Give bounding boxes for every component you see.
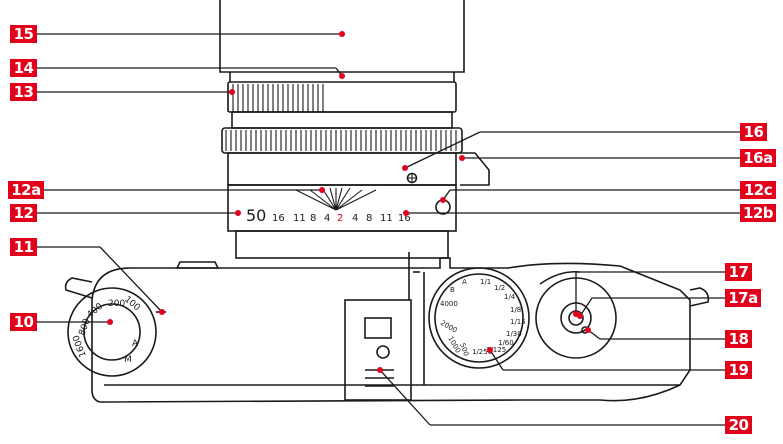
callout-15: 15 — [10, 25, 37, 43]
svg-text:200: 200 — [108, 299, 125, 309]
focal-length-label: 50 — [246, 206, 266, 225]
svg-text:1000: 1000 — [446, 335, 462, 354]
lens-barrel — [227, 152, 457, 186]
svg-text:B: B — [450, 286, 455, 294]
svg-text:16: 16 — [272, 213, 285, 224]
svg-text:2: 2 — [337, 213, 343, 224]
callout-20: 20 — [725, 416, 752, 434]
callout-17: 17 — [725, 263, 752, 281]
svg-text:1/8: 1/8 — [510, 306, 521, 314]
svg-text:400: 400 — [86, 301, 106, 320]
dof-lines — [295, 187, 377, 211]
svg-text:1/4: 1/4 — [504, 293, 516, 301]
focus-ring-tab — [227, 81, 457, 113]
svg-text:1/125: 1/125 — [486, 346, 506, 354]
svg-text:8: 8 — [310, 213, 316, 224]
lens-release-button — [456, 152, 490, 186]
svg-text:M: M — [124, 355, 132, 365]
callout-18: 18 — [725, 330, 752, 348]
svg-text:11: 11 — [380, 213, 393, 224]
svg-text:4: 4 — [352, 213, 358, 224]
svg-text:1/1: 1/1 — [480, 278, 491, 286]
svg-text:1/250: 1/250 — [472, 348, 492, 356]
lens-hood — [219, 0, 465, 73]
callout-12b: 12b — [740, 204, 776, 222]
svg-text:4000: 4000 — [440, 300, 458, 308]
dof-scale-labels: 16 11 8 4 2 4 8 11 16 — [272, 213, 411, 224]
svg-text:8: 8 — [366, 213, 372, 224]
callout-19: 19 — [725, 361, 752, 379]
callout-12: 12 — [10, 204, 37, 222]
shutter-speed-dial — [428, 267, 530, 369]
iso-dial — [67, 287, 157, 377]
callout-11: 11 — [10, 238, 37, 256]
svg-text:1/15: 1/15 — [510, 318, 526, 326]
svg-text:A: A — [132, 339, 139, 349]
callout-12c: 12c — [740, 181, 776, 199]
strap-lug-right — [689, 287, 710, 307]
svg-text:1/2: 1/2 — [494, 284, 505, 292]
svg-text:1/30: 1/30 — [506, 330, 522, 338]
callout-12a: 12a — [8, 181, 44, 199]
svg-text:11: 11 — [293, 213, 306, 224]
camera-top-plate — [91, 257, 691, 403]
callout-17a: 17a — [725, 289, 761, 307]
callout-10: 10 — [10, 313, 37, 331]
svg-text:4: 4 — [324, 213, 330, 224]
callout-13: 13 — [10, 83, 37, 101]
svg-text:1/60: 1/60 — [498, 339, 514, 347]
svg-text:2000: 2000 — [439, 319, 458, 335]
callout-16: 16 — [740, 123, 767, 141]
callout-14: 14 — [10, 59, 37, 77]
svg-text:A: A — [462, 278, 467, 286]
callout-endpoints — [107, 31, 591, 373]
svg-text:16: 16 — [398, 213, 411, 224]
hot-shoe — [344, 299, 412, 401]
strap-lug-left — [64, 277, 93, 299]
callout-16a: 16a — [740, 149, 776, 167]
